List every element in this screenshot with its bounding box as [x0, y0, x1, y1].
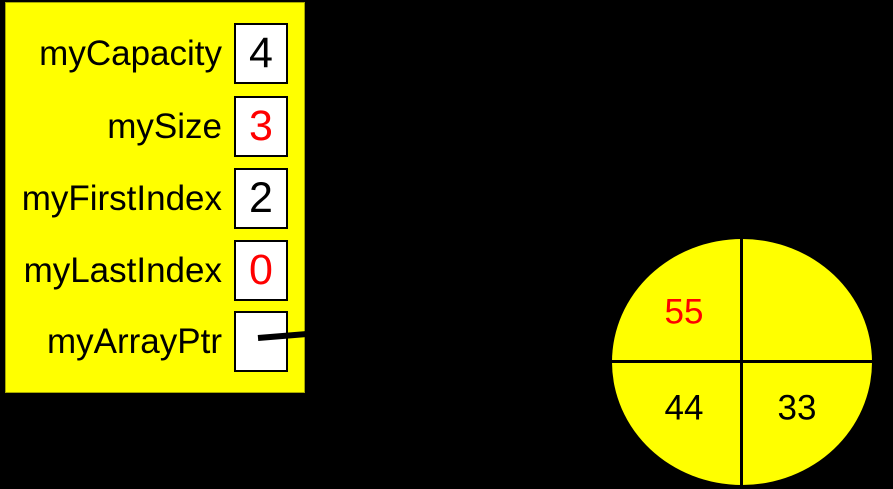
field-row-myfirstindex: myFirstIndex 2 — [8, 168, 288, 229]
circular-array: 55 44 33 — [612, 239, 872, 485]
field-label-myfirstindex: myFirstIndex — [21, 179, 222, 218]
quadrant-divider-horizontal — [612, 360, 872, 363]
field-row-mylastindex: myLastIndex 0 — [8, 240, 288, 301]
array-cell-value-bottom-left: 44 — [664, 388, 704, 428]
array-cell-value-top-left: 55 — [664, 292, 704, 332]
field-value-box-myfirstindex: 2 — [234, 168, 288, 229]
field-value-mylastindex: 0 — [249, 246, 273, 294]
field-label-mysize: mySize — [107, 107, 222, 146]
field-row-mysize: mySize 3 — [8, 96, 288, 157]
field-label-myarrayptr: myArrayPtr — [47, 322, 222, 361]
field-value-box-mysize: 3 — [234, 96, 288, 157]
field-value-myfirstindex: 2 — [249, 174, 273, 222]
field-value-box-myarrayptr — [234, 311, 288, 372]
array-cell-value-bottom-right: 33 — [777, 388, 817, 428]
field-label-mylastindex: myLastIndex — [23, 251, 222, 290]
field-value-mycapacity: 4 — [249, 29, 273, 77]
field-row-myarrayptr: myArrayPtr — [8, 311, 288, 372]
field-row-mycapacity: myCapacity 4 — [8, 23, 288, 84]
queue-object-panel: myCapacity 4 mySize 3 myFirstIndex 2 myL… — [5, 2, 305, 393]
field-value-mysize: 3 — [249, 102, 273, 150]
field-value-box-mylastindex: 0 — [234, 240, 288, 301]
field-value-box-mycapacity: 4 — [234, 23, 288, 84]
field-label-mycapacity: myCapacity — [39, 34, 222, 73]
